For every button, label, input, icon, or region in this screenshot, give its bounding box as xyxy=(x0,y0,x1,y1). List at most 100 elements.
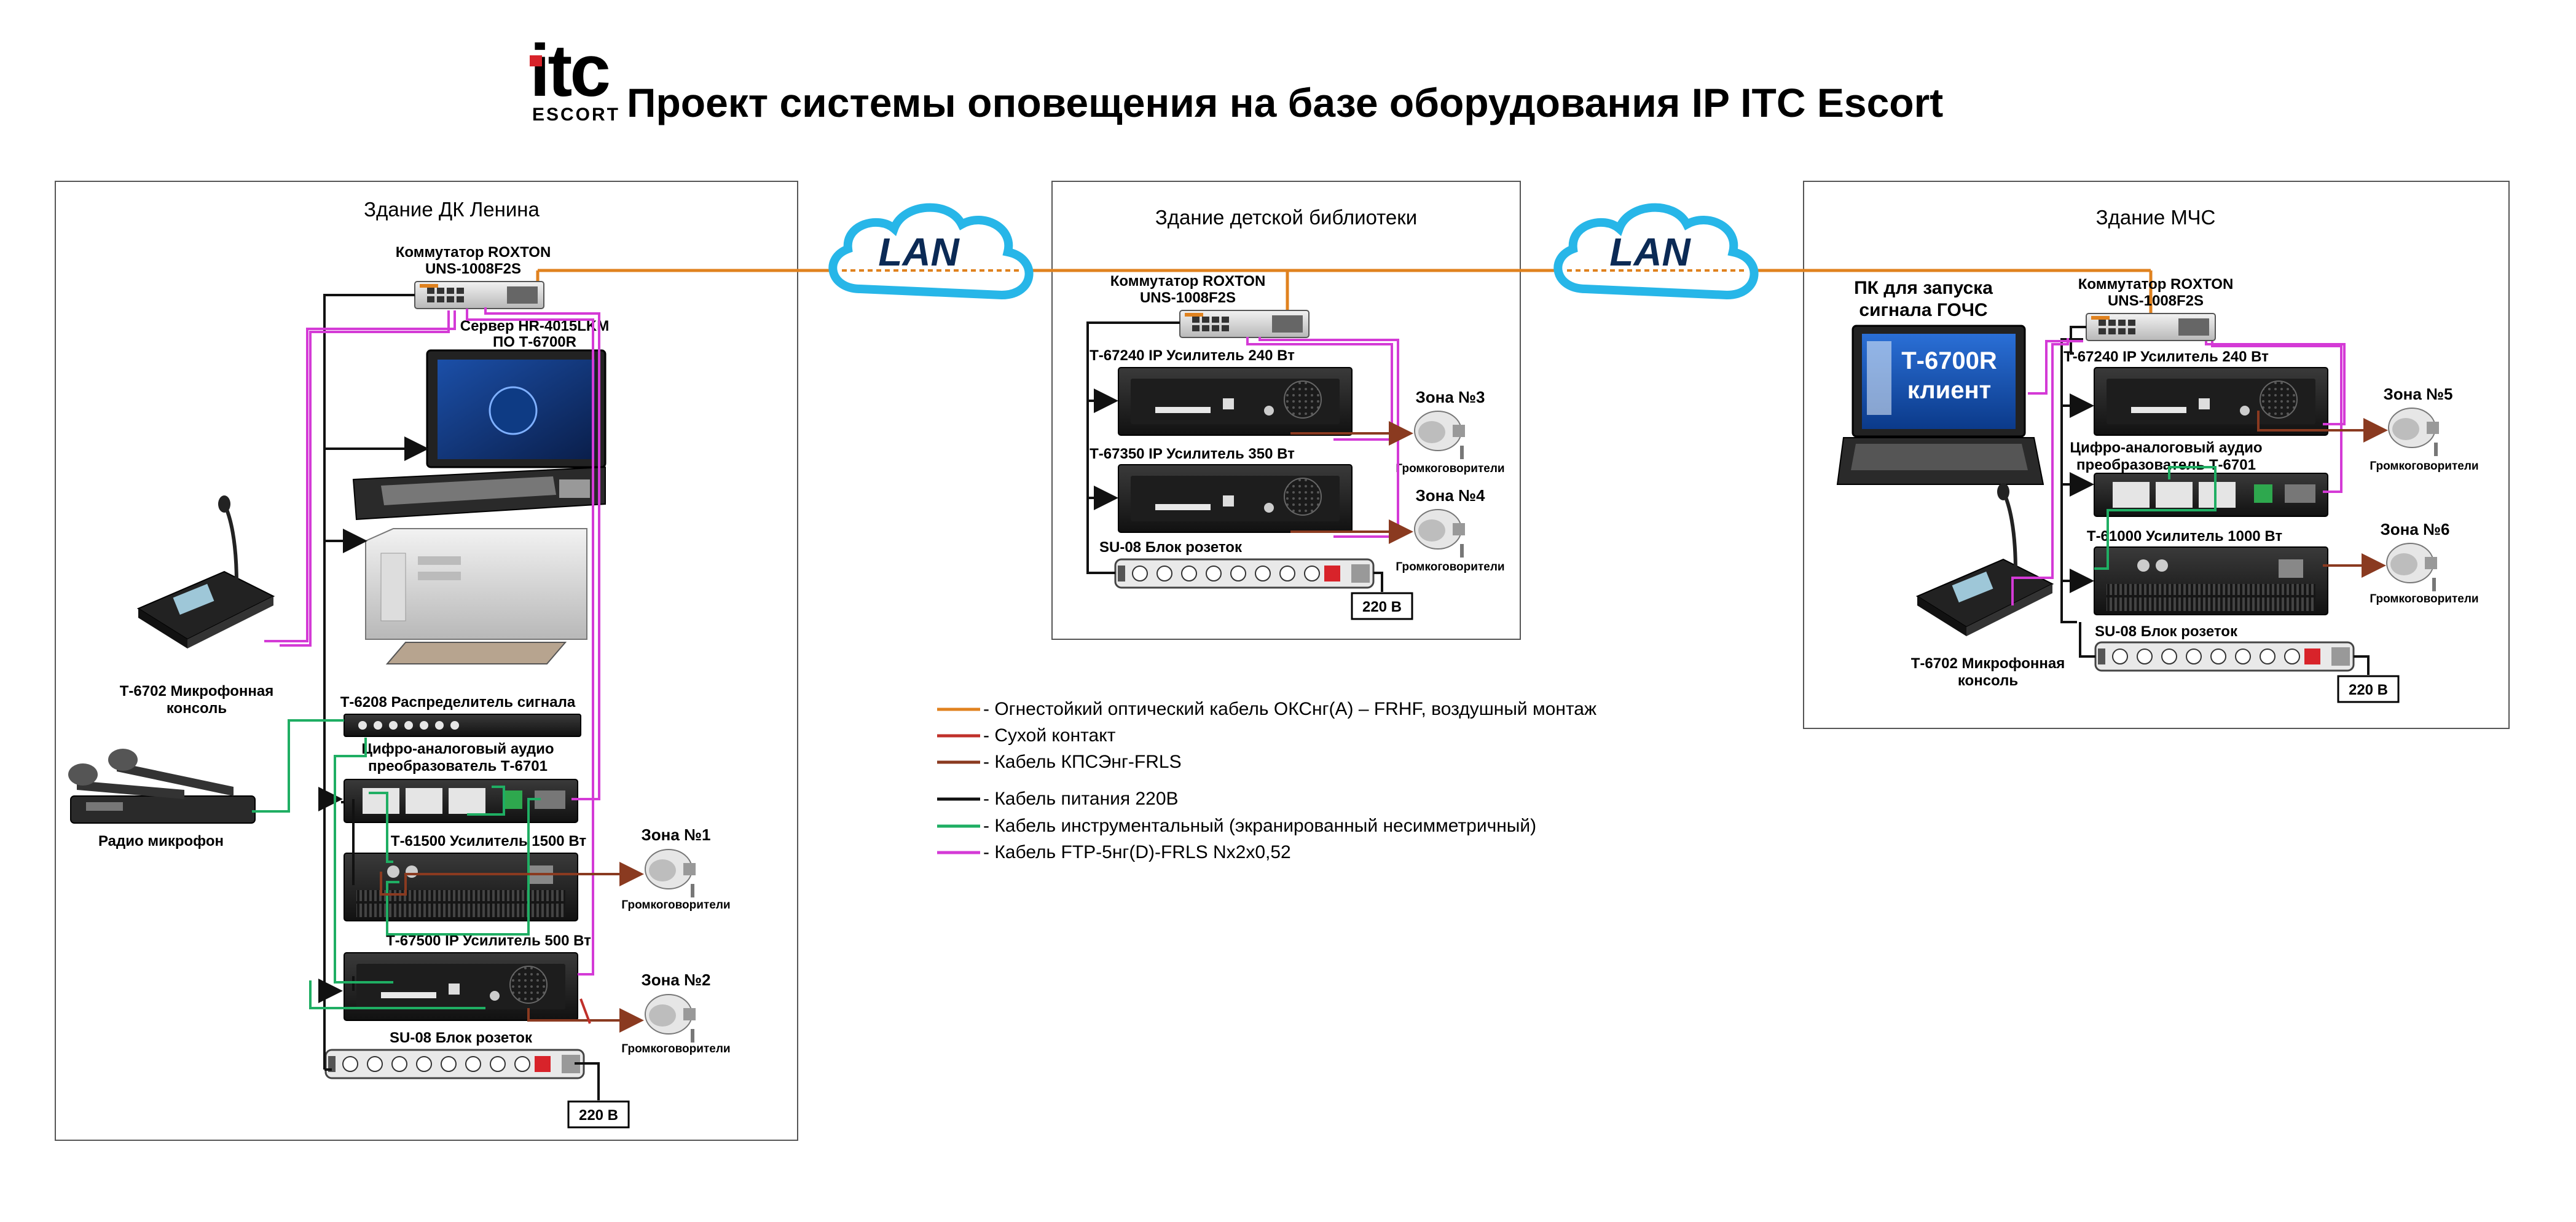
itc-logo: itc ESCORT xyxy=(530,30,620,125)
mchs-zone5-speakers-label: Громкоговорители xyxy=(2370,460,2478,473)
dk-speaker-cables xyxy=(380,862,644,1033)
building-mchs-frame xyxy=(1803,181,2510,729)
dk-zone2-speaker xyxy=(645,994,696,1043)
mchs-screen-text-1: Т-6700R xyxy=(1901,347,1997,374)
lib-su-label: SU-08 Блок розеток xyxy=(1099,539,1243,556)
dk-distributor-label: Т-6208 Распределитель сигнала xyxy=(340,694,576,711)
lib-amp-350 xyxy=(1118,464,1353,533)
lan-cloud-1: LAN xyxy=(828,203,1034,300)
mchs-laptop: Т-6700R клиент xyxy=(1836,325,2044,485)
dk-220v-box xyxy=(567,1100,630,1129)
lib-zone4-speakers-label: Громкоговорители xyxy=(1396,561,1504,574)
lib-power-strip xyxy=(1114,558,1375,589)
building-library-title: Здание детской библиотеки xyxy=(1155,206,1417,229)
mchs-220v-label: 220 В xyxy=(2349,682,2388,698)
mchs-pc-label-1: ПК для запуска xyxy=(1854,278,1993,298)
mchs-zone6-label: Зона №6 xyxy=(2380,520,2449,538)
dk-zone1-label: Зона №1 xyxy=(641,826,710,844)
legend-item-dry-contact: - Сухой контакт xyxy=(937,725,1116,746)
lib-amp2-label: Т-67350 IP Усилитель 350 Вт xyxy=(1090,446,1295,462)
svg-text:- Кабель FTP-5нг(D)-FRLS Nx2x0: - Кабель FTP-5нг(D)-FRLS Nx2x0,52 xyxy=(983,842,1291,862)
dk-switch-label-1: Коммутатор ROXTON xyxy=(396,244,551,261)
mchs-zone5-speaker xyxy=(2388,408,2440,457)
mchs-pc-label-2: сигнала ГОЧС xyxy=(1859,300,1987,320)
dk-switch-label-2: UNS-1008F2S xyxy=(425,261,521,277)
dk-server-unit xyxy=(365,528,587,664)
dk-mic-console-label-2: консоль xyxy=(167,700,227,717)
dk-dac-label-1: Цифро-аналоговый аудио xyxy=(361,741,554,757)
lib-220v-label: 220 В xyxy=(1362,599,1402,615)
lib-switch-label-2: UNS-1008F2S xyxy=(1140,290,1236,306)
mchs-zone6-speakers-label: Громкоговорители xyxy=(2370,593,2478,605)
lib-amp-240 xyxy=(1118,367,1353,436)
logo-escort: ESCORT xyxy=(532,104,620,125)
mchs-speaker-cables xyxy=(2257,411,2388,578)
mchs-screen-text-2: клиент xyxy=(1907,377,1992,404)
legend: - Огнестойкий оптический кабель ОКСнг(А)… xyxy=(937,699,1596,862)
dk-mic-console-label-1: Т-6702 Микрофонная xyxy=(120,683,273,700)
mchs-ftp-cables xyxy=(2011,338,2346,605)
mchs-amp-1000 xyxy=(2094,546,2328,615)
dk-ftp-cables xyxy=(264,307,600,976)
mchs-power-cables xyxy=(2060,326,2370,675)
svg-text:- Кабель питания 220В: - Кабель питания 220В xyxy=(983,789,1179,809)
lib-switch-label-1: Коммутатор ROXTON xyxy=(1110,273,1266,290)
mchs-switch xyxy=(2086,313,2216,341)
dk-su-label: SU-08 Блок розеток xyxy=(390,1030,533,1046)
dk-mic-console xyxy=(138,495,273,648)
lib-zone3-label: Зона №3 xyxy=(1415,388,1485,406)
lib-zone3-speaker xyxy=(1414,411,1466,460)
mchs-zone6-speaker xyxy=(2386,543,2438,592)
lib-zone4-label: Зона №4 xyxy=(1415,486,1485,505)
svg-text:- Сухой контакт: - Сухой контакт xyxy=(983,725,1116,746)
building-dk-title: Здание ДК Ленина xyxy=(364,198,540,221)
lan-cloud-2: LAN xyxy=(1553,203,1759,300)
svg-text:- Кабель инструментальный (экр: - Кабель инструментальный (экранированны… xyxy=(983,816,1536,836)
mchs-amp1-label: Т-67240 IP Усилитель 240 Вт xyxy=(2064,349,2269,365)
page-title: Проект системы оповещения на базе оборуд… xyxy=(627,80,1943,125)
dk-zone2-label: Зона №2 xyxy=(641,971,710,989)
lib-speaker-cables xyxy=(1290,421,1413,544)
mchs-dac-label-1: Цифро-аналоговый аудио xyxy=(2070,440,2262,456)
svg-text:- Огнестойкий оптический кабел: - Огнестойкий оптический кабель ОКСнг(А)… xyxy=(983,699,1596,719)
dk-power-strip xyxy=(324,1049,585,1079)
dk-server-kvm-console xyxy=(352,349,607,521)
lan-label-1: LAN xyxy=(878,230,960,274)
dk-amp-500 xyxy=(344,952,578,1021)
dk-radio-mic-label: Радио микрофон xyxy=(98,833,224,849)
mchs-mic-console xyxy=(1917,483,2052,636)
mchs-mic-console-label-2: консоль xyxy=(1958,672,2018,689)
dk-dac-label-2: преобразователь Т-6701 xyxy=(368,758,548,775)
lib-zone3-speakers-label: Громкоговорители xyxy=(1396,462,1504,475)
dk-instrument-cables xyxy=(252,719,541,1009)
dk-220v-label: 220 В xyxy=(579,1107,618,1124)
dk-switch: Коммутатор ROXTON UNS-1008F2S xyxy=(396,244,551,309)
mchs-instrument-cables xyxy=(2094,466,2217,570)
mchs-amp2-label: Т-61000 Усилитель 1000 Вт xyxy=(2087,528,2282,545)
lib-ftp-cables xyxy=(1246,337,1399,538)
dk-amp-1500 xyxy=(344,853,578,921)
logo-letters: itc xyxy=(530,30,609,112)
mchs-dac-label-2: преобразователь Т-6701 xyxy=(2076,457,2256,473)
dk-dac xyxy=(344,779,578,823)
legend-item-kps: - Кабель КПСЭнг-FRLS xyxy=(937,752,1182,772)
dk-radio-mic xyxy=(68,749,256,824)
building-library-frame xyxy=(1051,181,1521,640)
lib-zone4-speaker xyxy=(1414,509,1466,558)
svg-text:- Кабель КПСЭнг-FRLS: - Кабель КПСЭнг-FRLS xyxy=(983,752,1182,772)
lan-label-2: LAN xyxy=(1609,230,1691,274)
legend-item-instrument: - Кабель инструментальный (экранированны… xyxy=(937,816,1536,836)
dk-distributor xyxy=(344,714,581,737)
mchs-amp-240 xyxy=(2094,367,2328,436)
legend-item-ftp: - Кабель FTP-5нг(D)-FRLS Nx2x0,52 xyxy=(937,842,1291,862)
mchs-switch-label-1: Коммутатор ROXTON xyxy=(2078,276,2234,293)
lib-220v-box xyxy=(1351,592,1413,620)
mchs-zone5-label: Зона №5 xyxy=(2383,385,2452,403)
legend-item-fiber: - Огнестойкий оптический кабель ОКСнг(А)… xyxy=(937,699,1596,719)
dk-power-cables xyxy=(318,294,600,1100)
mchs-mic-console-label-1: Т-6702 Микрофонная xyxy=(1911,655,2065,672)
lib-switch xyxy=(1179,310,1310,338)
lib-amp1-label: Т-67240 IP Усилитель 240 Вт xyxy=(1090,347,1295,364)
dk-amp1-label: Т-61500 Усилитель 1500 Вт xyxy=(391,833,586,849)
